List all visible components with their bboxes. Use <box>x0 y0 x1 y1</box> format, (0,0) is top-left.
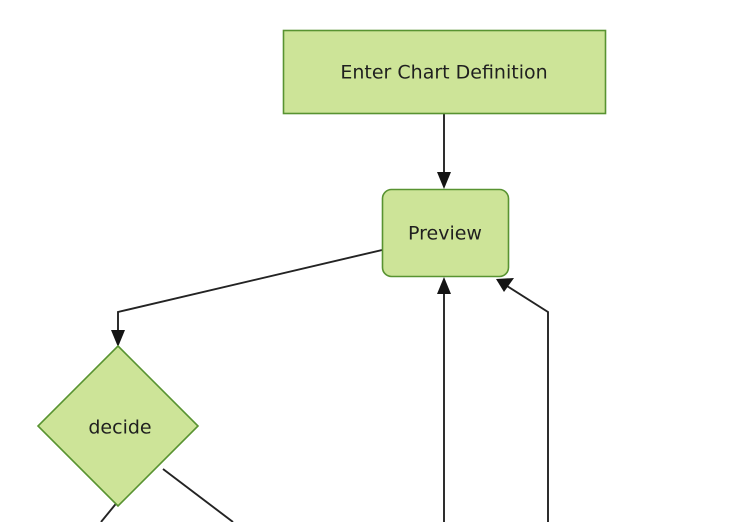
node-preview-shape <box>381 188 510 278</box>
edge-decide-down-right-line <box>162 468 234 522</box>
edge-bottom-right-to-preview-line <box>506 285 549 522</box>
node-enter-chart-definition-shape <box>282 29 607 115</box>
node-layer: Enter Chart Definition Preview decide <box>36 29 607 508</box>
edge-bottom-right-to-preview[interactable] <box>496 278 549 522</box>
node-decide-shape <box>36 344 200 508</box>
arrowhead-up-icon <box>437 277 451 294</box>
node-decide[interactable]: decide <box>36 344 200 508</box>
arrowhead-down-icon <box>111 330 125 347</box>
node-preview[interactable]: Preview <box>381 188 510 278</box>
arrowhead-up-left-icon <box>496 278 514 292</box>
edge-layer <box>100 114 549 522</box>
edge-enter-to-preview[interactable] <box>437 114 451 189</box>
edge-preview-to-decide-line <box>117 249 383 336</box>
edge-decide-down-right[interactable] <box>162 468 234 522</box>
edge-bottom-center-to-preview[interactable] <box>437 277 451 522</box>
arrowhead-down-icon <box>437 172 451 189</box>
edge-preview-to-decide[interactable] <box>111 249 383 347</box>
node-enter-chart-definition[interactable]: Enter Chart Definition <box>282 29 607 115</box>
